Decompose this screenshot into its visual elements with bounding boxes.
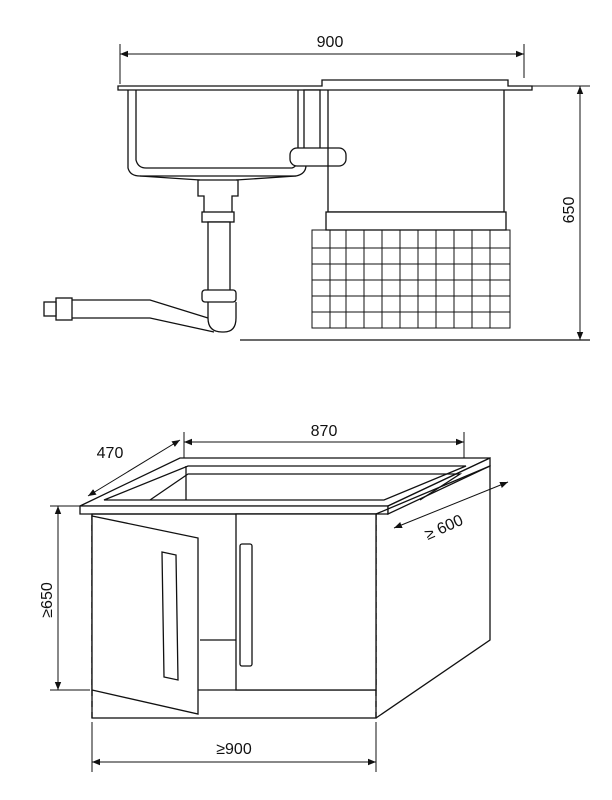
drain-body [197, 179, 239, 215]
dim-600-label: ≥ 600 [422, 512, 465, 544]
drain-nut [201, 211, 235, 223]
dim-900b-label: ≥900 [216, 741, 252, 758]
waste-pipe-top [70, 299, 209, 319]
worktop [117, 79, 533, 91]
trap-bend [207, 302, 237, 333]
dim-870-label: 870 [311, 423, 338, 440]
tail-pipe [207, 221, 231, 293]
dim-650b-label: ≥650 [39, 582, 56, 618]
appliance-body [327, 90, 505, 213]
sink-bottom-right [235, 175, 297, 181]
sink-bowl-inner [135, 90, 299, 169]
worktop-front-edge [79, 505, 389, 515]
waste-pipe-end [55, 297, 73, 321]
right-door [235, 513, 377, 691]
dim-650-label: 650 [561, 197, 578, 224]
sink-bowl [127, 90, 307, 177]
overflow-connector [289, 147, 347, 167]
right-door-handle [239, 543, 253, 667]
dim-470-line [87, 439, 181, 497]
tile-grid [311, 229, 511, 329]
sink-bottom-left [139, 175, 201, 181]
dim-600-line [393, 481, 509, 529]
trap-nut [201, 289, 237, 303]
left-door-open [91, 515, 199, 715]
worktop-cutout-outer [103, 465, 467, 501]
dim-470-label: 470 [97, 445, 124, 462]
waste-pipe-cap [43, 301, 57, 317]
left-door-handle [161, 551, 179, 681]
waste-pipe-bottom [70, 317, 215, 333]
sink-section-drawing: 900 [43, 34, 590, 341]
overflow-pipe [303, 89, 321, 151]
cabinet-drawing: 870 470 ≥ 600 ≥650 [39, 423, 509, 772]
dim-900-label: 900 [317, 34, 344, 51]
appliance-base [325, 211, 507, 231]
